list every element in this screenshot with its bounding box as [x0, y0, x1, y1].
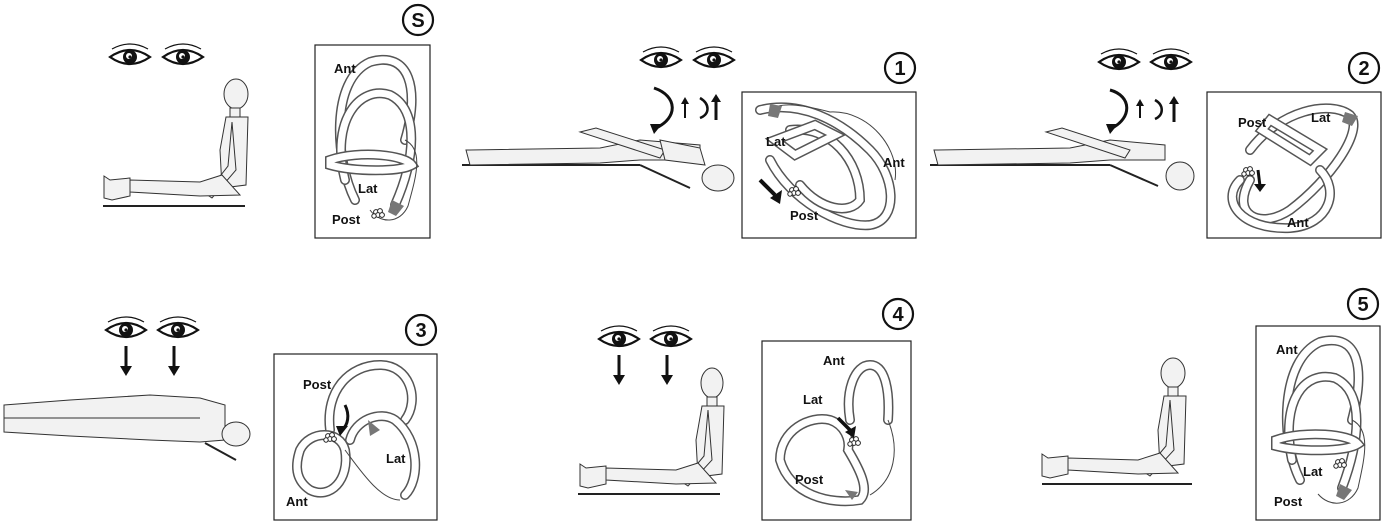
supine-head-turned-figure [930, 127, 1195, 191]
label-post: Post [332, 212, 361, 227]
label-ant: Ant [823, 353, 845, 368]
eyes-neutral [1097, 47, 1193, 71]
label-ant: Ant [883, 155, 905, 170]
eyes-neutral [639, 45, 736, 69]
labyrinth [774, 359, 895, 507]
labyrinth [1271, 335, 1366, 504]
eye-icon [1149, 47, 1193, 71]
sitting-figure [103, 78, 249, 207]
label-lat: Lat [386, 451, 406, 466]
label-lat: Lat [1303, 464, 1323, 479]
step-5: Ant Lat Post 5 [1041, 287, 1381, 521]
step-marker-label: 5 [1357, 294, 1368, 316]
step-s: Ant Lat Post S [103, 3, 435, 239]
step-marker-label: 1 [894, 58, 905, 80]
down-arrow-icon [166, 344, 182, 378]
down-arrow-icon [118, 344, 134, 378]
sitting-head-down-figure [578, 367, 725, 495]
label-lat: Lat [766, 134, 786, 149]
label-post: Post [303, 377, 332, 392]
down-arrow-icon [659, 353, 675, 387]
step-marker [1346, 287, 1380, 321]
labyrinth [755, 102, 897, 231]
label-post: Post [790, 208, 819, 223]
cupula-marker [1342, 112, 1358, 126]
supine-head-hanging-figure [462, 127, 735, 192]
torsional-nystagmus [1106, 88, 1179, 134]
step-3: Post Lat Ant 3 [3, 313, 438, 521]
step-2: Post Lat Ant 2 [930, 47, 1382, 239]
label-lat: Lat [358, 181, 378, 196]
step-marker-label: 3 [415, 320, 426, 342]
label-ant: Ant [334, 61, 356, 76]
cupula-marker [768, 104, 782, 118]
down-arrow-icon [611, 353, 627, 387]
eye-icon [108, 42, 152, 66]
eye-icon [104, 315, 148, 339]
step-marker [404, 313, 438, 347]
step-marker-label: 4 [892, 304, 904, 326]
labyrinth [1227, 103, 1359, 234]
eye-icon [161, 42, 205, 66]
eye-icon [1097, 47, 1141, 71]
eyes-neutral [108, 42, 205, 66]
lateral-lying-figure [3, 394, 251, 461]
torsional-nystagmus [650, 86, 721, 134]
step-marker [881, 297, 915, 331]
eye-icon [649, 324, 693, 348]
cupula-marker [388, 200, 404, 216]
label-post: Post [1274, 494, 1303, 509]
eye-icon [639, 45, 683, 69]
curved-arrow-icon [653, 86, 674, 130]
label-post: Post [795, 472, 824, 487]
step-marker [883, 51, 917, 85]
curved-arrow-icon [1154, 98, 1163, 121]
sitting-upright-figure [1041, 357, 1192, 485]
curved-arrow-icon [1109, 88, 1129, 130]
label-post: Post [1238, 115, 1267, 130]
cupula-marker [845, 490, 858, 500]
step-4: Ant Lat Post 4 [578, 297, 915, 521]
label-ant: Ant [286, 494, 308, 509]
step-marker-label: S [411, 10, 424, 32]
eyes-looking-down [104, 315, 200, 378]
label-lat: Lat [1311, 110, 1331, 125]
curved-arrow-icon [699, 96, 709, 120]
eye-icon [156, 315, 200, 339]
label-lat: Lat [803, 392, 823, 407]
label-ant: Ant [1276, 342, 1298, 357]
label-ant: Ant [1287, 215, 1309, 230]
step-marker-label: 2 [1358, 58, 1369, 80]
eye-icon [692, 45, 736, 69]
step-1: Lat Ant Post 1 [462, 45, 917, 239]
cupula-marker [368, 420, 380, 436]
labyrinth [292, 359, 421, 501]
step-marker [1347, 51, 1381, 85]
eyes-looking-down [597, 324, 693, 387]
labyrinth [325, 55, 420, 221]
step-marker [401, 3, 435, 37]
cupula-marker [1336, 484, 1352, 500]
eye-icon [597, 324, 641, 348]
